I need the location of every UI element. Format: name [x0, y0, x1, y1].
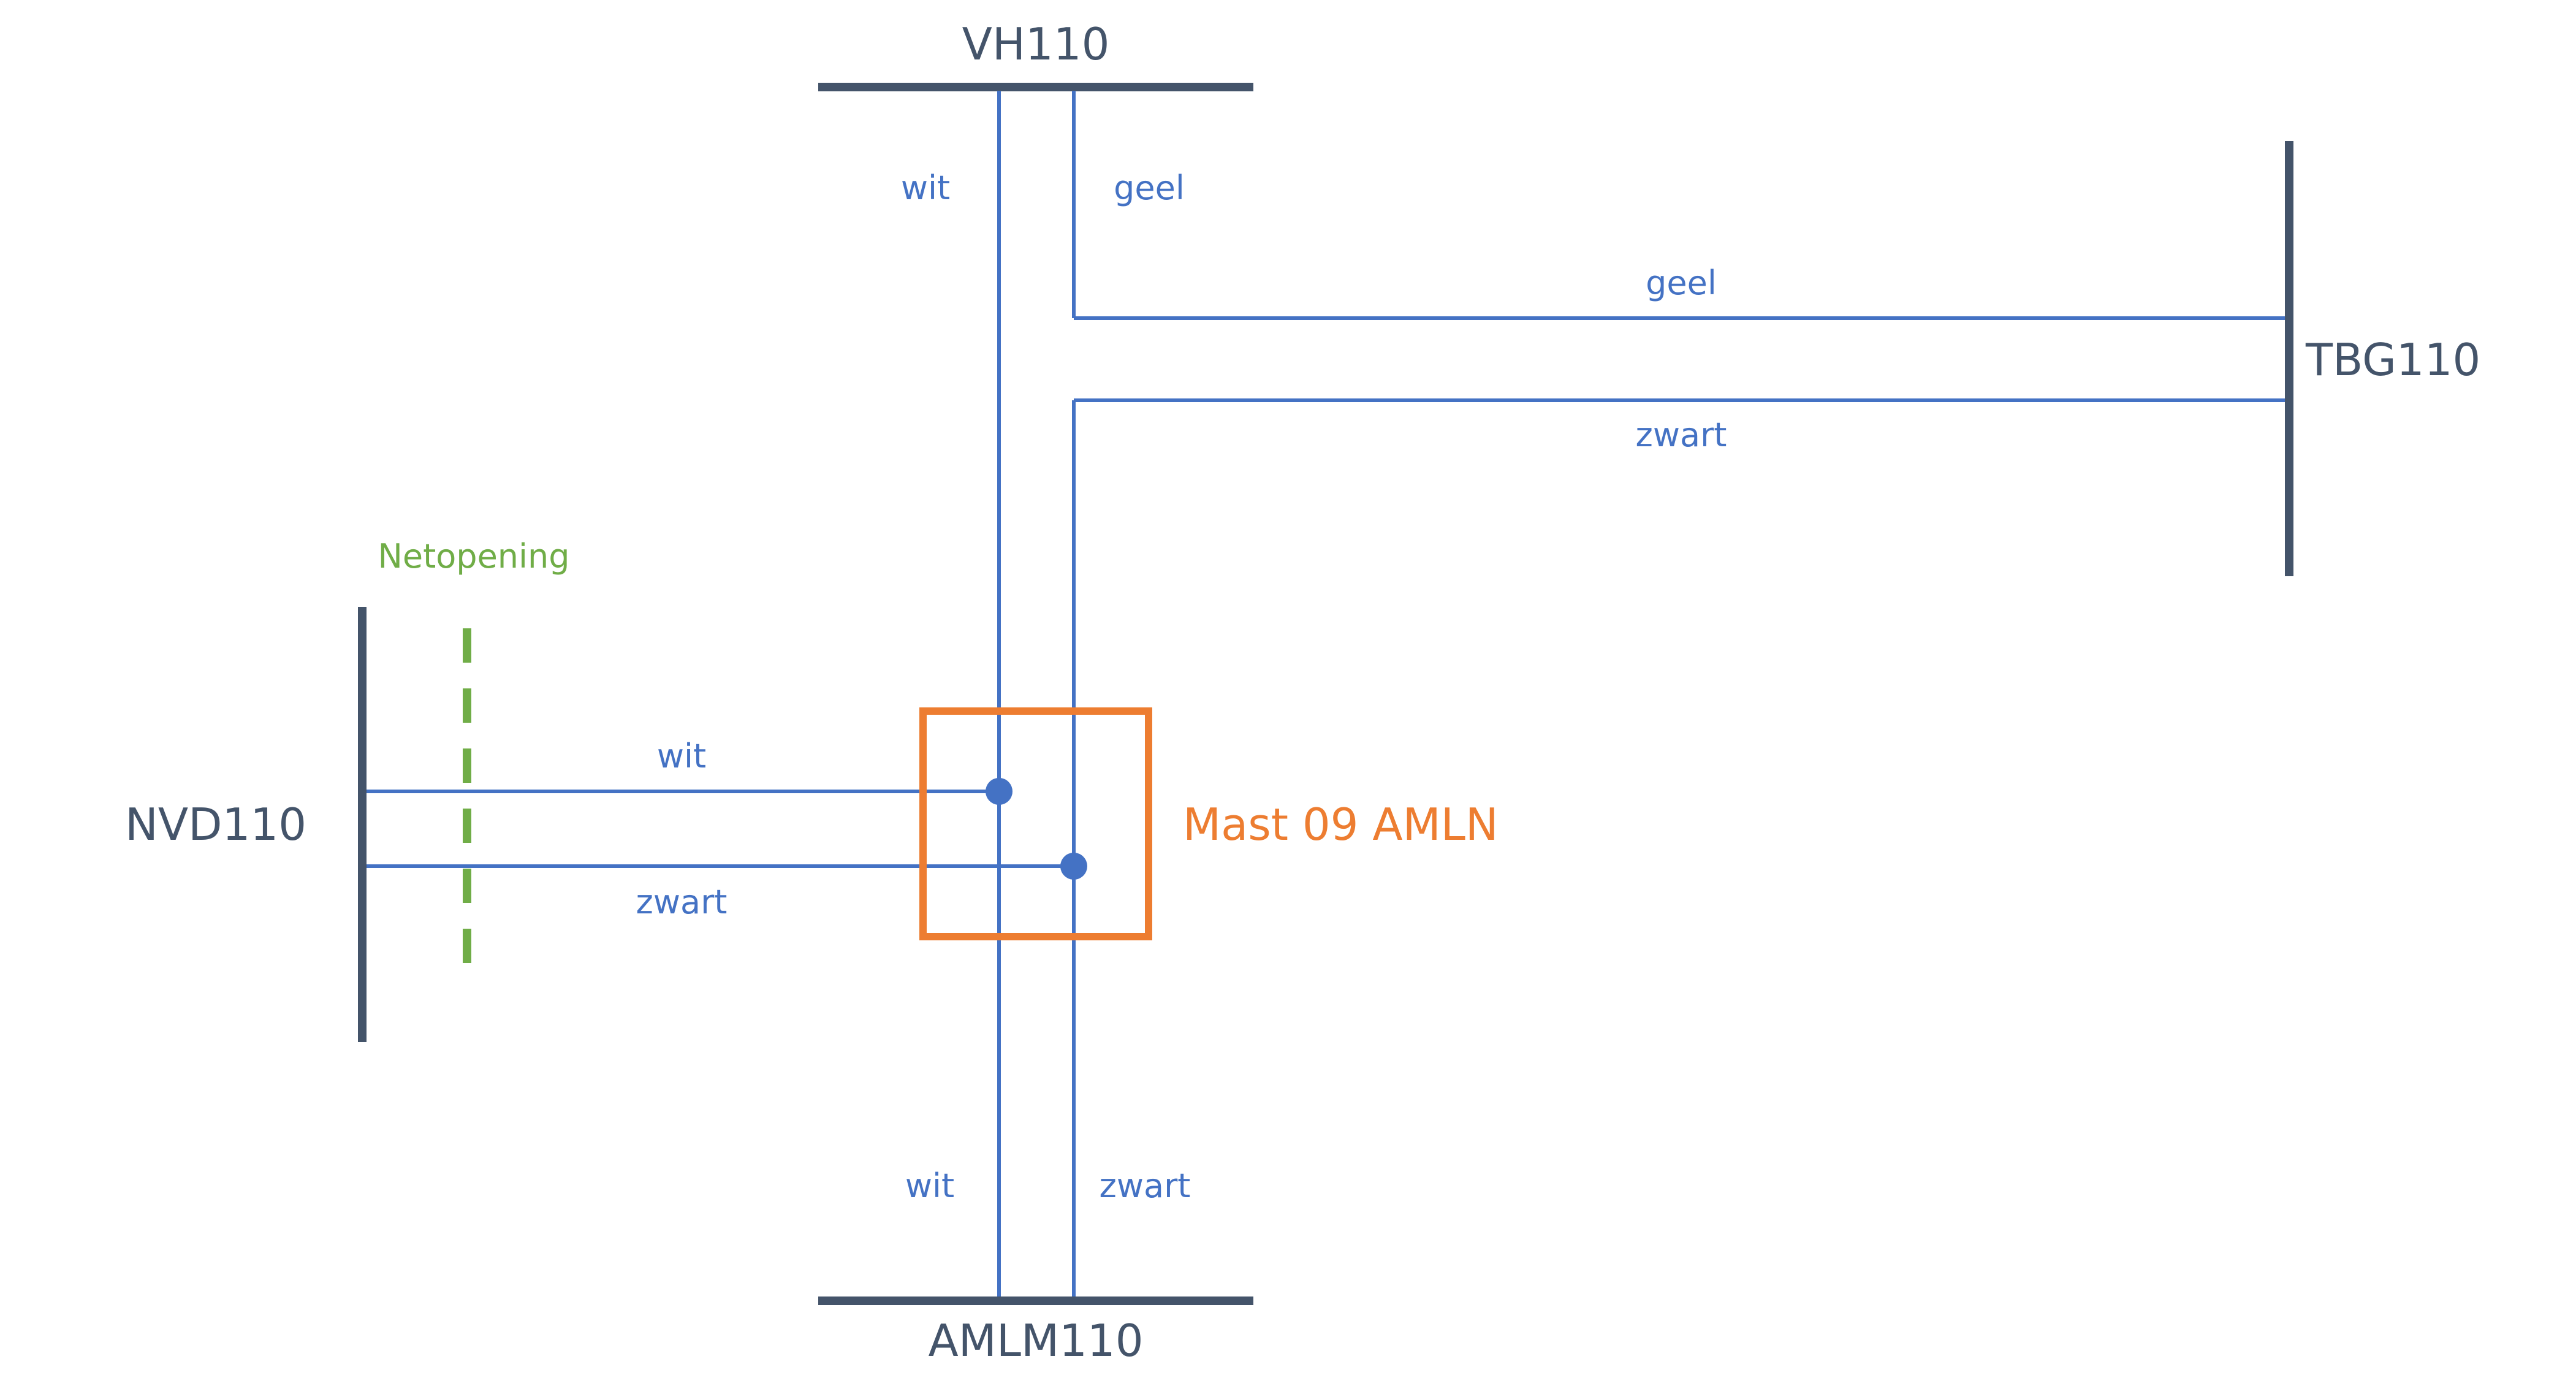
busbar-nvd110 [358, 607, 367, 1042]
junction-dot-zwart [1060, 853, 1087, 880]
bus-label-nvd110: NVD110 [125, 799, 306, 850]
busbar-vh110 [818, 83, 1253, 91]
wire-label-amlm-wit: wit [905, 1167, 954, 1205]
busbar-amlm110 [818, 1297, 1253, 1305]
wire-label-nvd-zwart: zwart [636, 883, 728, 921]
mast-box [919, 707, 1152, 940]
bus-label-tbg110: TBG110 [2305, 334, 2480, 386]
wire-label-nvd-wit: wit [657, 737, 706, 775]
busbar-tbg110 [2285, 141, 2293, 576]
wire-label-vh-wit: wit [901, 169, 950, 207]
bus-label-amlm110: AMLM110 [928, 1315, 1143, 1366]
wire-label-amlm-zwart: zwart [1100, 1167, 1191, 1205]
bus-label-vh110: VH110 [962, 18, 1110, 70]
wire-label-tbg-zwart: zwart [1636, 416, 1727, 454]
net-opening-label: Netopening [378, 537, 569, 576]
junction-dot-wit [986, 778, 1013, 805]
mast-label: Mast 09 AMLN [1183, 799, 1499, 850]
wire-label-vh-geel: geel [1114, 169, 1185, 207]
wire-label-tbg-geel: geel [1646, 264, 1717, 302]
